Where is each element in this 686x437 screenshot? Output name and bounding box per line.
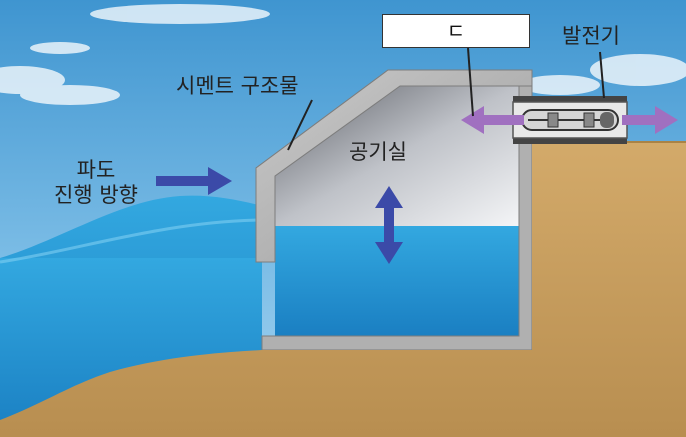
generator-turbine-icon (512, 96, 628, 144)
generator-label: 발전기 (562, 24, 620, 48)
generator-leader-line (599, 51, 605, 99)
air-chamber (275, 86, 519, 226)
wave-direction-arrow (156, 167, 232, 195)
wave-direction-label-line1: 파도 (76, 158, 116, 182)
clouds (0, 4, 686, 105)
water-level-arrow (375, 186, 403, 264)
box-leader-line (467, 47, 474, 117)
label-box-d: ㄷ (382, 14, 530, 48)
wave-direction-label: 파도 진행 방향 (40, 158, 152, 208)
air-flow-arrow (461, 106, 678, 134)
cement-structure-label: 시멘트 구조물 (176, 74, 299, 98)
ground (0, 142, 686, 437)
wave-direction-label-line2: 진행 방향 (54, 183, 138, 208)
cement-leader-line (287, 99, 313, 151)
sea-shine (0, 218, 261, 264)
air-chamber-label: 공기실 (349, 140, 407, 164)
